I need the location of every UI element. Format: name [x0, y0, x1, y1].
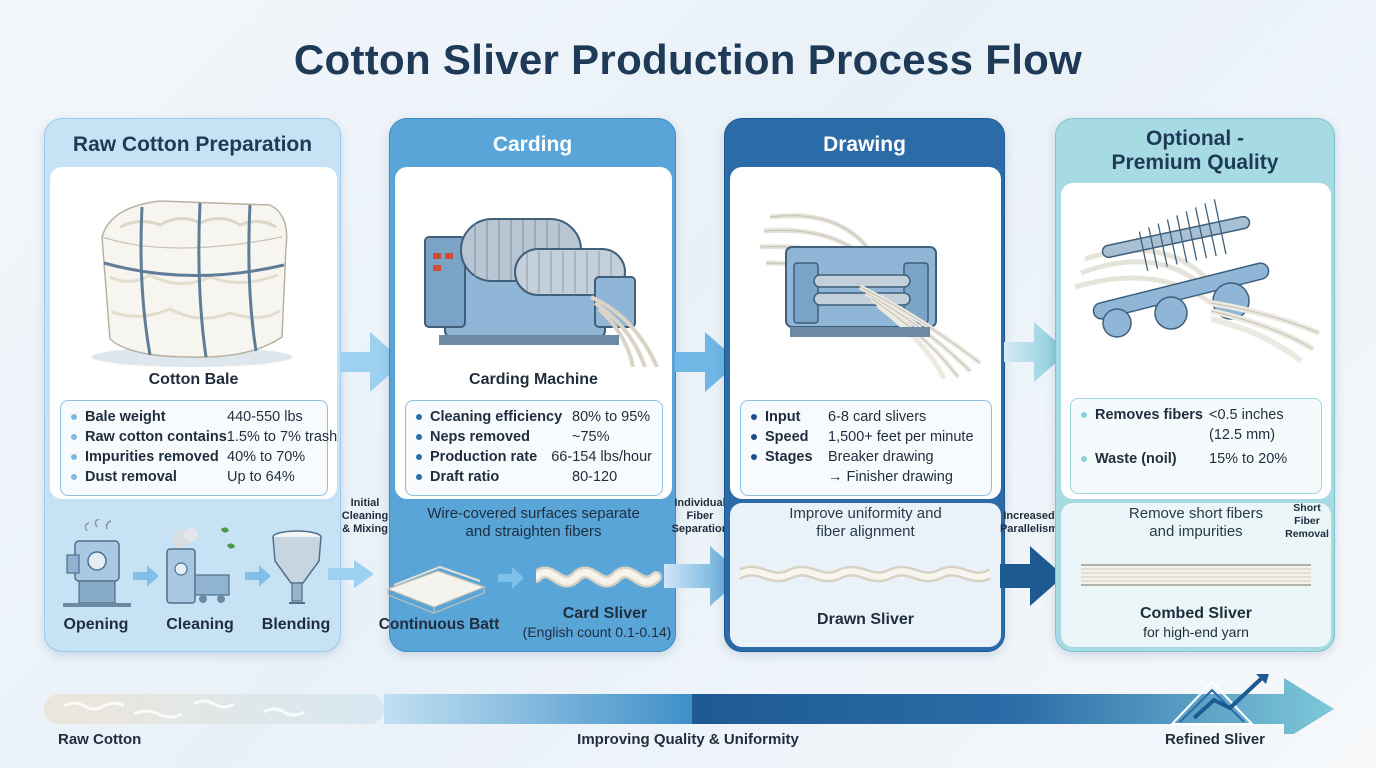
step-arrow-icon [498, 567, 524, 589]
stage-title: Raw Cotton Preparation [72, 133, 313, 156]
stage-title: Carding [492, 133, 573, 156]
comber-illustration [1074, 199, 1321, 363]
continuous-batt-icon [386, 565, 486, 614]
cotton-bale-illustration [92, 200, 292, 367]
stage-panel: Removes fibers<0.5 inches (12.5 mm) Wast… [1061, 183, 1331, 499]
stage-carding: Carding Carding Machine Cleaning efficie… [379, 118, 676, 652]
spec-row: Neps removed~75% [416, 427, 652, 447]
card-sliver-sublabel: (English count 0.1-0.14) [522, 624, 672, 640]
flow-arrow-icon [675, 332, 739, 392]
spec-box: Removes fibers<0.5 inches (12.5 mm) Wast… [1070, 398, 1322, 494]
card-sliver-label: Card Sliver [562, 605, 648, 622]
spec-row: → Finisher drawing [828, 469, 953, 485]
illustration-caption: Carding Machine [469, 371, 598, 388]
step-arrow-icon [133, 565, 159, 587]
batt-label: Continuous Batt [378, 616, 500, 633]
stage-title: Drawing [823, 133, 906, 156]
stage-raw-cotton: Raw Cotton Preparation Cotton Bale Bale … [44, 118, 341, 652]
blending-hopper-icon [272, 530, 322, 604]
stage-optional-premium: Optional - Premium Quality Removes fiber… [1055, 118, 1335, 652]
drawn-sliver-icon [740, 565, 990, 583]
illustration-caption: Cotton Bale [148, 371, 239, 388]
drawing-frame-illustration [759, 213, 982, 381]
flow-arrow-icon [1004, 322, 1068, 382]
combed-sliver-icon [1081, 564, 1311, 586]
bar-label-right: Refined Sliver [1164, 731, 1266, 748]
spec-row: Waste (noil)15% to 20% [1081, 449, 1311, 469]
stage-title: Optional - Premium Quality [1111, 127, 1279, 174]
card-sliver-icon [536, 566, 662, 588]
bar-label-middle: Improving Quality & Uniformity [577, 731, 799, 748]
bar-label-left: Raw Cotton [58, 731, 142, 748]
flow-arrow-icon [1000, 546, 1064, 606]
spec-row: Removes fibers<0.5 inches [1081, 405, 1311, 425]
drawn-sliver-label: Drawn Sliver [817, 611, 914, 628]
flow-arrow-icon [340, 332, 404, 392]
combed-sliver-label: Combed Sliver [1139, 605, 1253, 622]
combed-sliver-sublabel: for high-end yarn [1143, 624, 1249, 640]
flow-arrow-icon [328, 560, 374, 588]
cleaning-machine-icon [166, 527, 235, 604]
step-label-opening: Opening [63, 616, 129, 633]
spec-row: (12.5 mm) [1209, 427, 1276, 443]
quality-progress-bar [44, 674, 1334, 734]
step-label-blending: Blending [261, 616, 331, 633]
opening-machine-icon [63, 519, 131, 607]
page-title: Cotton Sliver Production Process Flow [293, 36, 1083, 83]
carding-machine-illustration [424, 218, 659, 367]
rising-chart-icon [1169, 674, 1269, 725]
step-arrow-icon [245, 565, 271, 587]
step-label-cleaning: Cleaning [166, 616, 234, 633]
